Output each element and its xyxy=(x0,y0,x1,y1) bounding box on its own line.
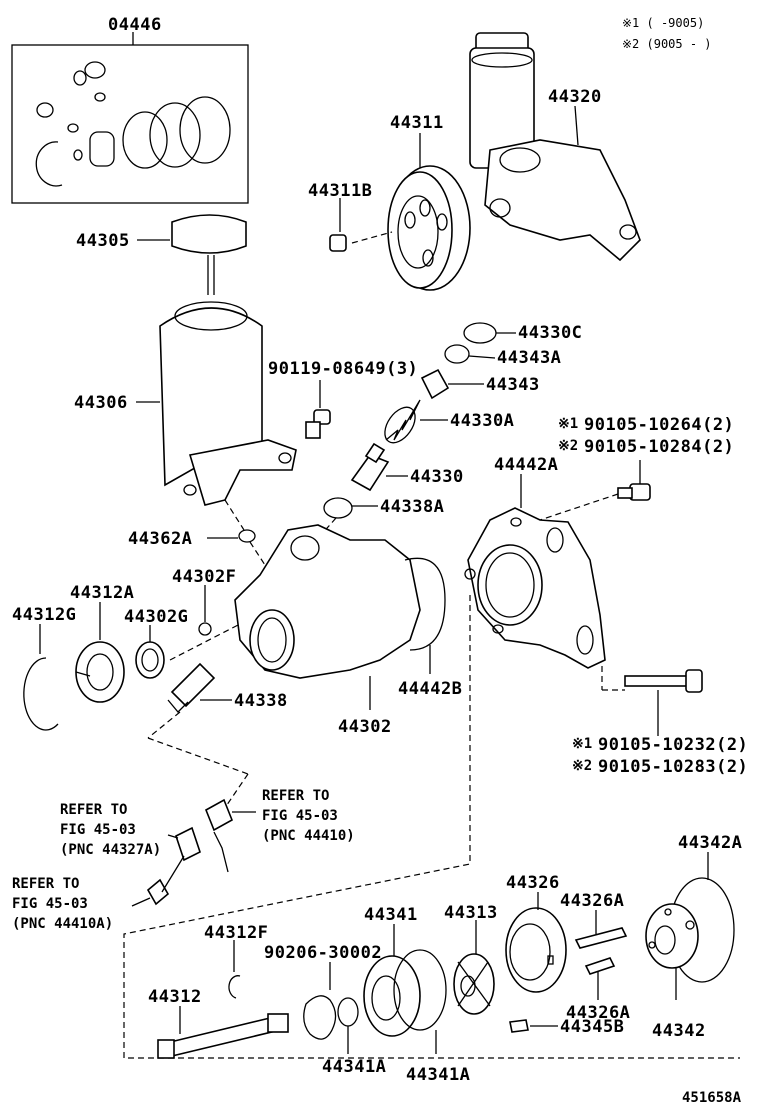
rear-plate-44342 xyxy=(645,903,699,969)
label-44312G: 44312G xyxy=(12,605,76,625)
label-44362A: 44362A xyxy=(128,529,192,549)
pump-body-44302 xyxy=(234,524,446,679)
mark-1-lower: ※1 xyxy=(572,736,592,752)
gasket-kit-04446 xyxy=(11,32,249,204)
reservoir-cap-44305 xyxy=(171,214,247,295)
label-44302G: 44302G xyxy=(124,607,188,627)
label-44341A-left: 44341A xyxy=(322,1057,386,1077)
o-ring-44338A xyxy=(323,497,353,519)
ref-c-line-3: (PNC 44410A) xyxy=(12,916,113,932)
hose-fitting-left xyxy=(146,826,201,906)
label-44342: 44342 xyxy=(652,1021,706,1041)
front-housing-44442A xyxy=(464,507,606,669)
plug-44343 xyxy=(420,368,450,400)
snap-ring-44330C xyxy=(463,322,497,344)
label-44330: 44330 xyxy=(410,467,464,487)
pump-assembly-44320 xyxy=(469,32,641,262)
reservoir-44306 xyxy=(159,301,297,506)
label-44442B: 44442B xyxy=(398,679,462,699)
ref-a-line-1: REFER TO xyxy=(60,802,127,818)
pin-44326A-top xyxy=(574,927,628,949)
label-44312: 44312 xyxy=(148,987,202,1007)
ref-c-line-2: FIG 45-03 xyxy=(12,896,88,912)
nut-44311B xyxy=(329,234,347,252)
label-90206-30002: 90206-30002 xyxy=(264,943,382,963)
label-44338A: 44338A xyxy=(380,497,444,517)
label-44302: 44302 xyxy=(338,717,392,737)
ref-b-line-2: FIG 45-03 xyxy=(262,808,338,824)
shaft-44312 xyxy=(157,1013,289,1059)
label-90105-10232: 90105-10232(2) xyxy=(598,735,748,755)
ref-b-line-1: REFER TO xyxy=(262,788,329,804)
plate-44345B xyxy=(509,1019,529,1033)
mark-2-upper: ※2 xyxy=(558,438,578,454)
oil-seal-44302G xyxy=(135,641,165,679)
label-44311B: 44311B xyxy=(308,181,372,201)
label-90105-10283: 90105-10283(2) xyxy=(598,757,748,777)
side-plate-44341 xyxy=(363,949,447,1037)
label-44330C: 44330C xyxy=(518,323,582,343)
label-44345B: 44345B xyxy=(560,1017,624,1037)
ref-a-line-2: FIG 45-03 xyxy=(60,822,136,838)
label-44338: 44338 xyxy=(234,691,288,711)
pin-44326A-bottom xyxy=(584,957,616,975)
o-ring-44362A xyxy=(238,529,256,543)
snap-ring-44312F xyxy=(228,975,241,999)
bolt-90119-08649 xyxy=(305,409,331,439)
ref-a-line-3: (PNC 44327A) xyxy=(60,842,161,858)
ref-c-line-1: REFER TO xyxy=(12,876,79,892)
label-44313: 44313 xyxy=(444,903,498,923)
o-ring-44341A-left xyxy=(337,997,359,1027)
snap-ring-44312G xyxy=(23,657,59,731)
mark-1-upper: ※1 xyxy=(558,416,578,432)
label-44312F: 44312F xyxy=(204,923,268,943)
legend-line-1: ※1 ( -9005) xyxy=(622,16,704,30)
label-44341: 44341 xyxy=(364,905,418,925)
o-ring-44343A xyxy=(444,344,470,364)
mark-2-lower: ※2 xyxy=(572,758,592,774)
label-44342A: 44342A xyxy=(678,833,742,853)
spring-44330A xyxy=(384,399,421,444)
label-44302F: 44302F xyxy=(172,567,236,587)
label-44320: 44320 xyxy=(548,87,602,107)
rotor-44313 xyxy=(453,953,495,1015)
union-44338 xyxy=(167,662,216,713)
legend-line-2: ※2 (9005 - ) xyxy=(622,37,712,51)
label-44330A: 44330A xyxy=(450,411,514,431)
label-44326: 44326 xyxy=(506,873,560,893)
seal-90206-30002 xyxy=(303,995,337,1040)
label-44326A-top: 44326A xyxy=(560,891,624,911)
label-44343: 44343 xyxy=(486,375,540,395)
label-44311: 44311 xyxy=(390,113,444,133)
bolt-90105-upper xyxy=(617,483,651,501)
seal-44302F xyxy=(198,622,212,636)
hose-fitting-right xyxy=(204,798,256,873)
label-44312A: 44312A xyxy=(70,583,134,603)
label-44442A: 44442A xyxy=(494,455,558,475)
diagram-id: 451658A xyxy=(682,1090,742,1106)
label-90105-10264: 90105-10264(2) xyxy=(584,415,734,435)
label-44343A: 44343A xyxy=(497,348,561,368)
label-44306: 44306 xyxy=(74,393,128,413)
ref-b-line-3: (PNC 44410) xyxy=(262,828,355,844)
bolt-90105-lower xyxy=(624,669,703,693)
label-90105-10284: 90105-10284(2) xyxy=(584,437,734,457)
bearing-44312A xyxy=(75,641,125,703)
cam-ring-44326 xyxy=(505,907,567,993)
label-04446: 04446 xyxy=(108,15,162,35)
label-44341A-right: 44341A xyxy=(406,1065,470,1085)
label-90119-08649: 90119-08649(3) xyxy=(268,359,418,379)
label-44326A-bottom: 44326A xyxy=(566,1003,630,1023)
valve-44330 xyxy=(350,442,390,492)
label-44305: 44305 xyxy=(76,231,130,251)
pulley-44311 xyxy=(387,165,471,291)
